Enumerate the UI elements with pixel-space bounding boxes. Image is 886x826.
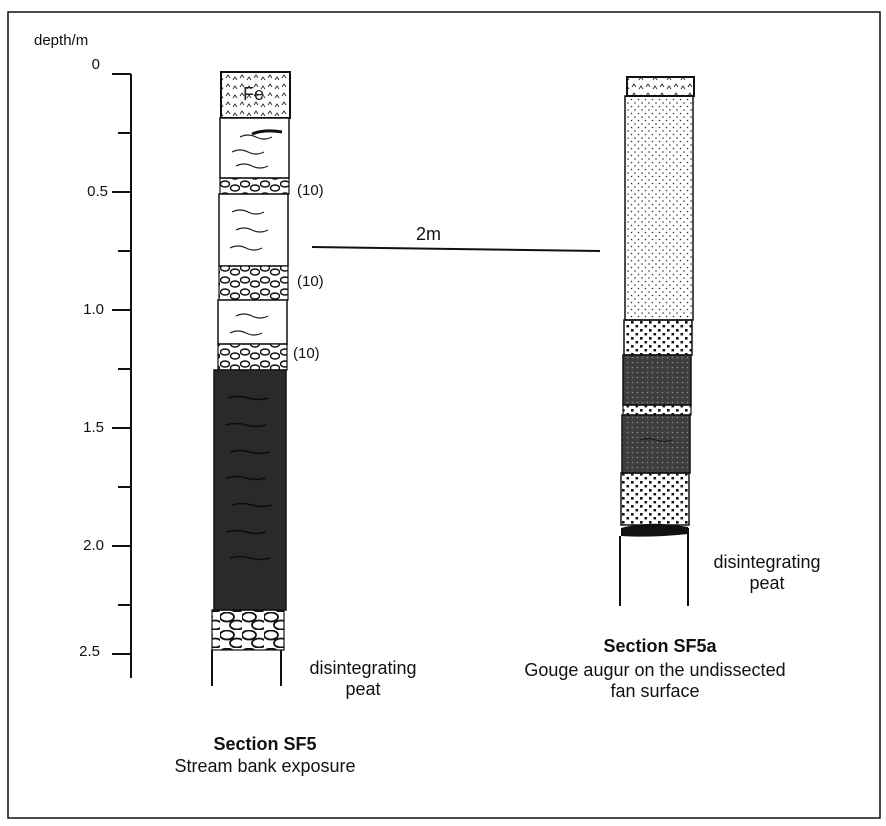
sf5a-base-label-line: peat <box>749 573 785 593</box>
depth-tick-label: 0 <box>91 56 100 73</box>
sf5-layer-peat <box>213 369 287 611</box>
sf5-layer-cobbles <box>211 609 285 651</box>
sf5-layer-gravel-2 <box>218 265 289 301</box>
depth-tick-label: 1.5 <box>83 419 104 436</box>
sf5a-base-label: disintegrating peat <box>690 552 844 594</box>
depth-tick-label: 2.5 <box>79 643 100 660</box>
sf5a-layer-coarse-2 <box>622 404 692 416</box>
correlation-distance-label: 2m <box>416 224 442 244</box>
sf5-fe-label: Fe <box>243 84 265 104</box>
sf5-base-label-line: disintegrating <box>309 658 417 678</box>
sf5a-layer-black-band <box>621 523 688 537</box>
sf5a-subtitle-line: fan surface <box>610 681 700 701</box>
sf5-base-label-line: peat <box>345 679 381 699</box>
sf5-base-label: disintegrating peat <box>286 658 440 700</box>
sf5a-column <box>619 76 695 606</box>
sf5a-layer-top <box>626 76 695 97</box>
sf5-title: Section SF5 <box>213 734 317 754</box>
sf5a-layer-coarse-1 <box>623 319 693 356</box>
sf5-layer-silt-2 <box>218 193 289 267</box>
depth-tick-label: 0.5 <box>87 183 108 200</box>
sf5a-layer-coarse-3 <box>620 472 690 526</box>
sf5-subtitle: Stream bank exposure <box>174 756 356 776</box>
sf5-column <box>211 71 291 686</box>
correlation-line <box>311 246 601 252</box>
figure-frame <box>7 11 881 819</box>
depth-axis-label: depth/m <box>34 32 89 49</box>
depth-tick-label: 1.0 <box>83 301 104 318</box>
sf5-layer-gravel-1 <box>219 177 290 195</box>
sf5-layer-silt-1 <box>219 117 290 179</box>
sf5a-layer-sand <box>624 95 694 321</box>
sf5a-subtitle: Gouge augur on the undissected fan surfa… <box>470 660 840 702</box>
sf5a-title: Section SF5a <box>603 636 717 656</box>
sf5-annotation: (10) <box>293 345 320 362</box>
sf5-annotation: (10) <box>297 273 324 290</box>
sf5a-subtitle-line: Gouge augur on the undissected <box>524 660 786 680</box>
depth-tick-label: 2.0 <box>83 537 104 554</box>
sf5a-layer-dark-1 <box>622 354 692 406</box>
depth-axis <box>112 73 132 678</box>
sf5a-base-label-line: disintegrating <box>713 552 821 572</box>
sf5-layer-gravel-3 <box>217 343 288 371</box>
sf5-annotation: (10) <box>297 182 324 199</box>
sf5a-layer-dark-2 <box>621 414 691 474</box>
sf5-layer-silt-3 <box>217 299 288 345</box>
